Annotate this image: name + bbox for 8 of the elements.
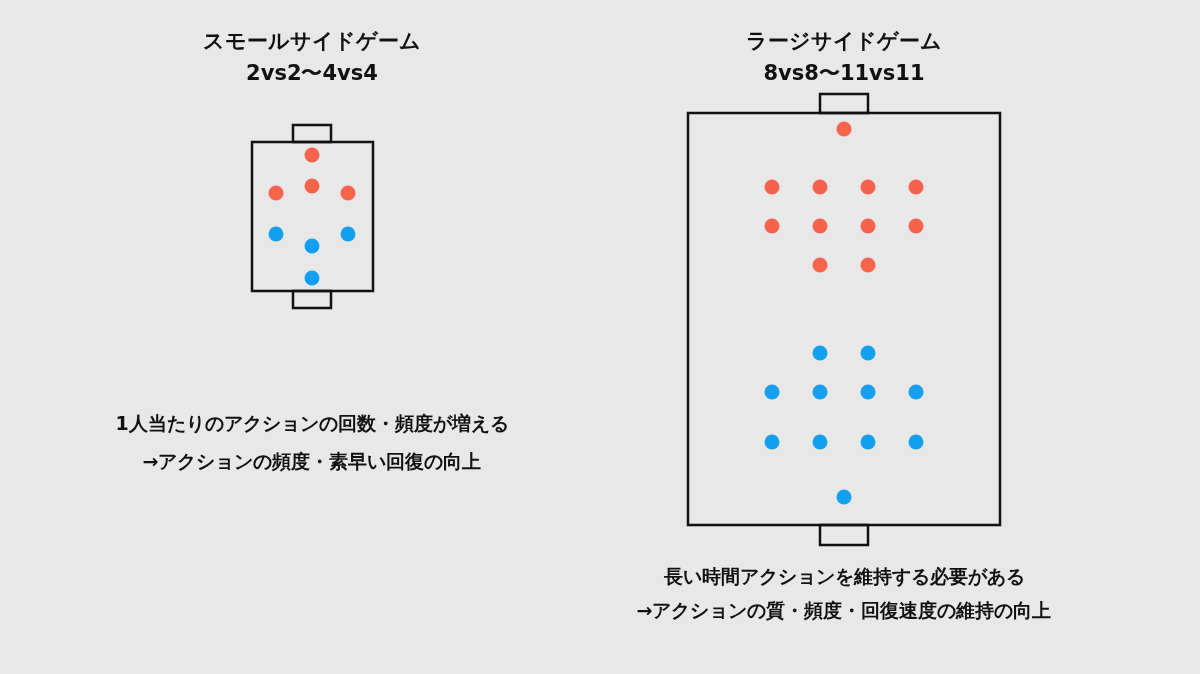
- note-text: →アクションの頻度・素早い回復の向上: [142, 449, 482, 473]
- note-text: →アクションの質・頻度・回復速度の維持の向上: [636, 598, 1052, 622]
- note-text: 1人当たりのアクションの回数・頻度が増える: [115, 411, 509, 435]
- pitch-title: ラージサイドゲーム: [746, 28, 942, 54]
- pitch-title: スモールサイドゲーム: [203, 28, 421, 54]
- pitch-subtitle: 8vs8〜11vs11: [763, 60, 925, 86]
- pitch-subtitle: 2vs2〜4vs4: [246, 60, 378, 86]
- note-text: 長い時間アクションを維持する必要がある: [663, 564, 1025, 588]
